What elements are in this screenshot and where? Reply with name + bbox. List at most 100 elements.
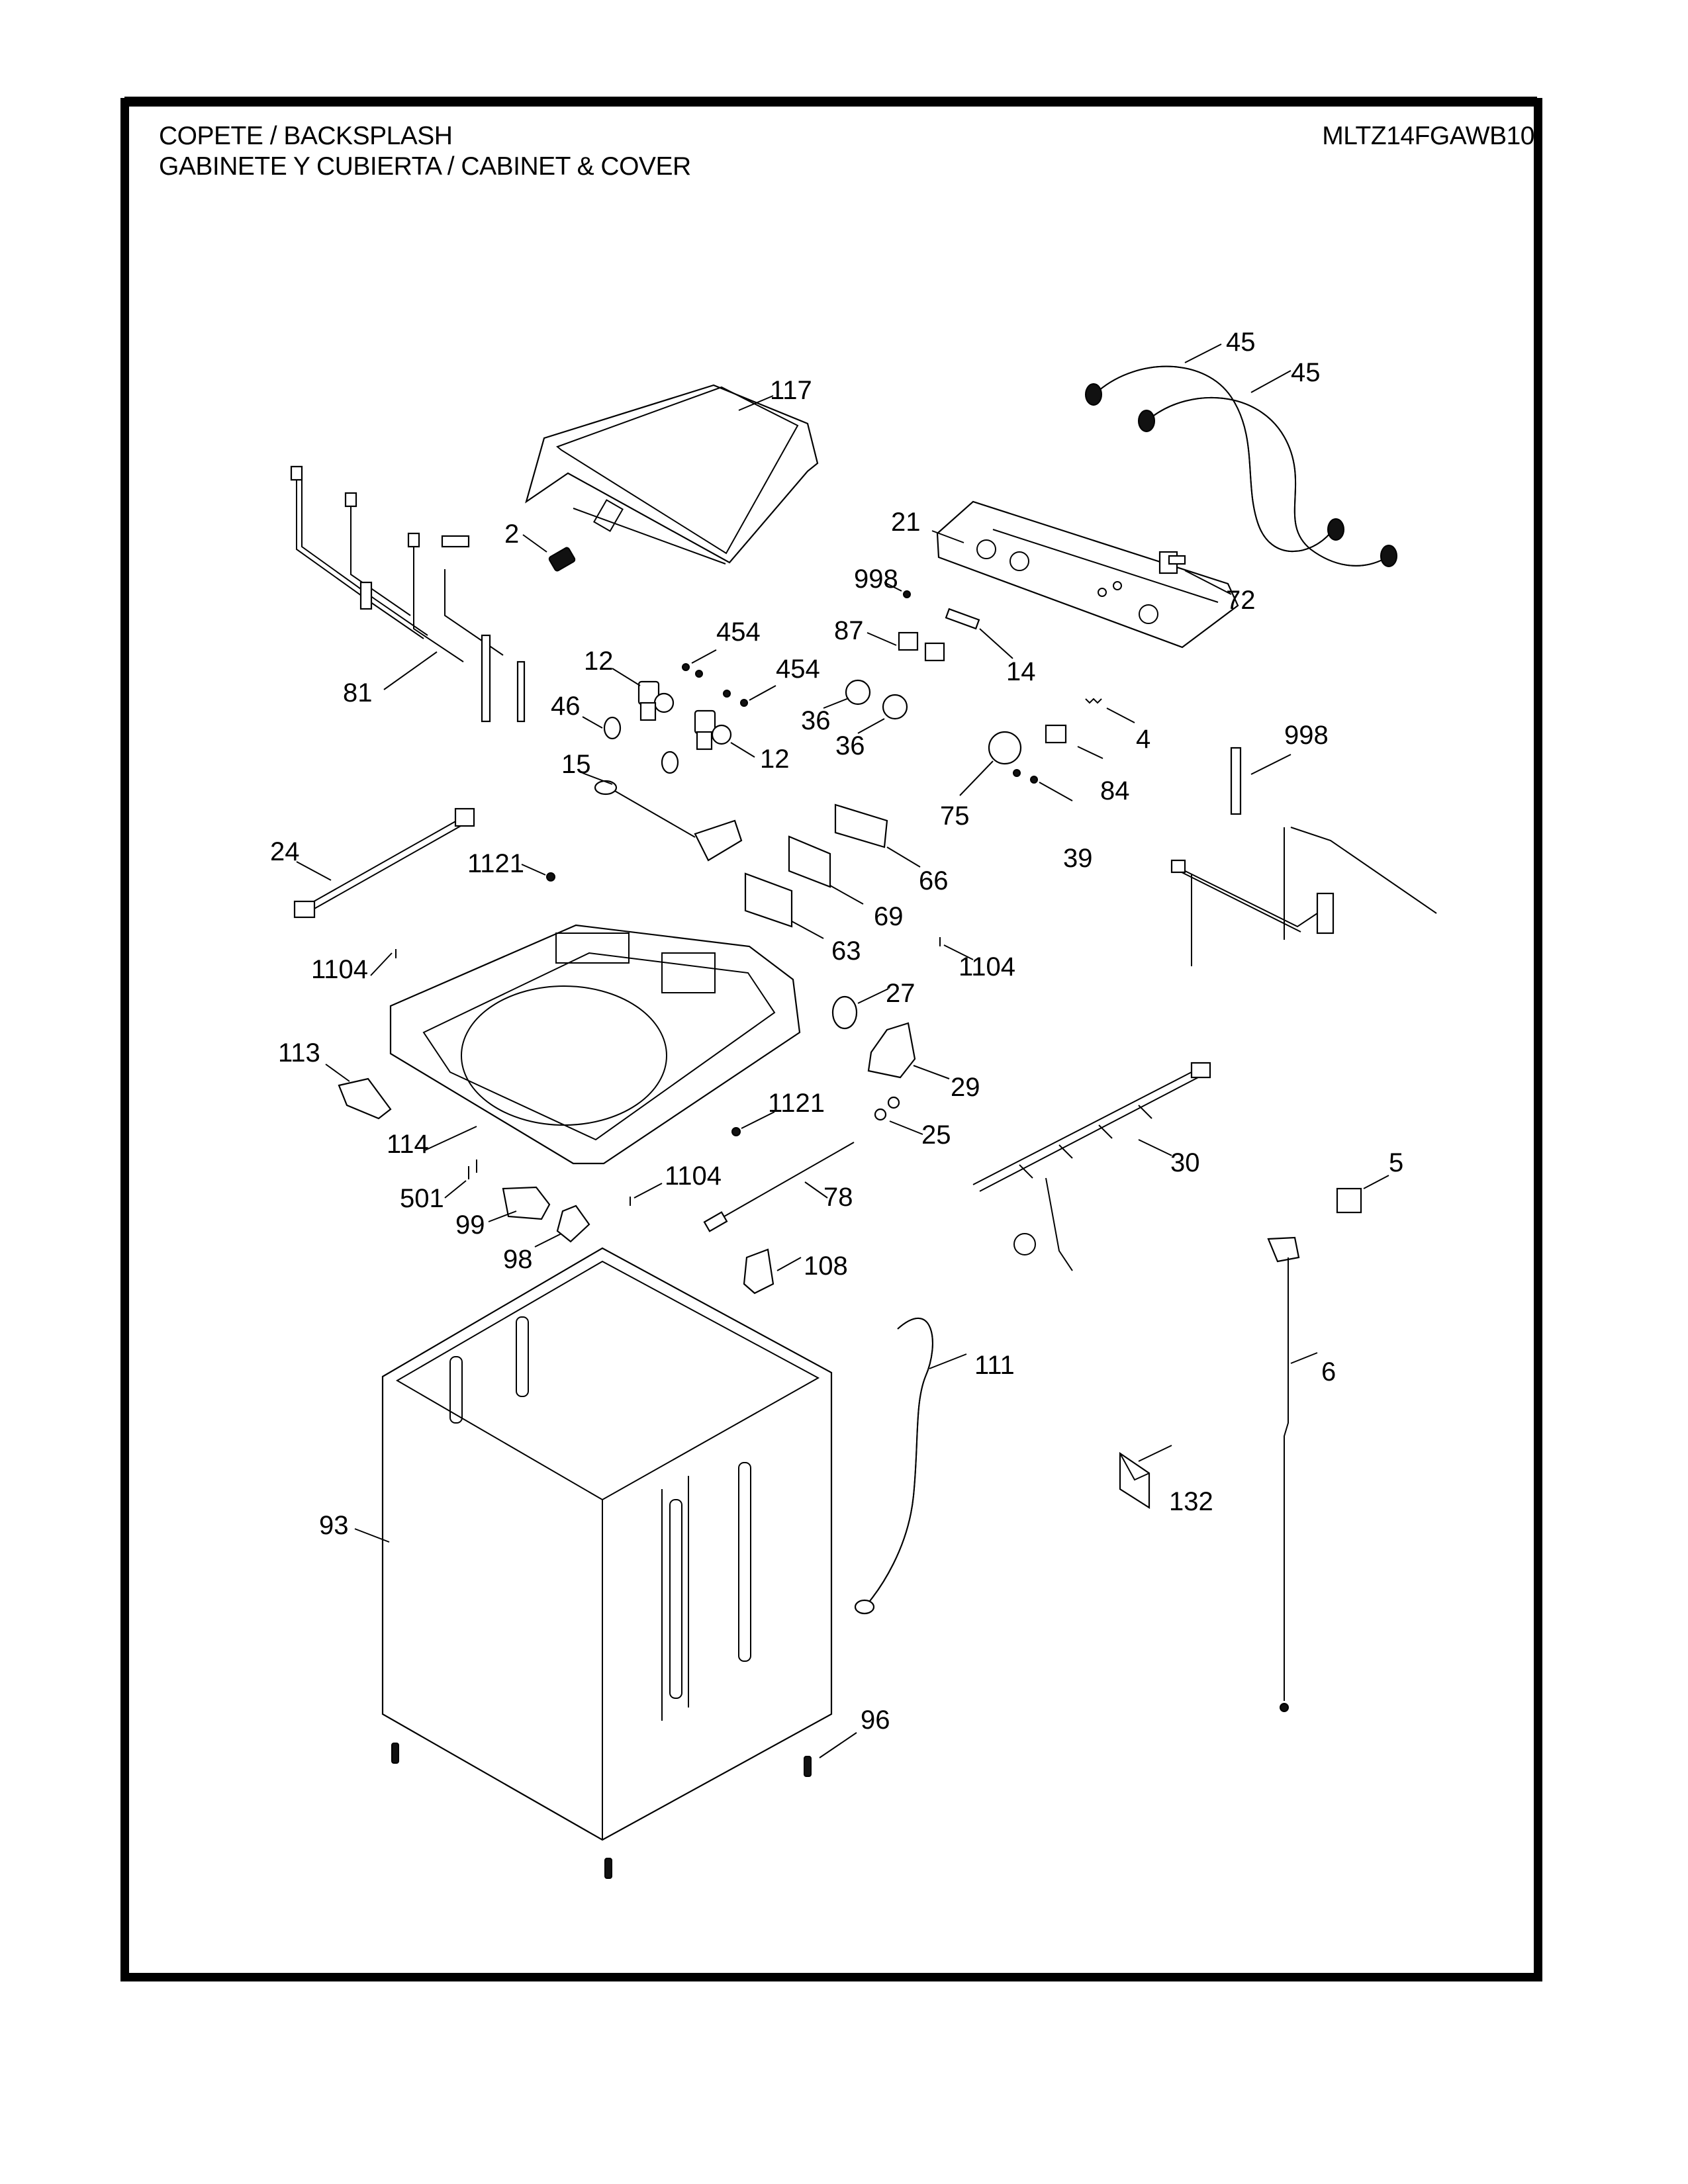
part-knob-36[interactable] <box>845 679 908 720</box>
callout-998a[interactable]: 998 <box>854 565 898 594</box>
part-screw-1121[interactable] <box>546 872 555 882</box>
callout-111[interactable]: 111 <box>974 1351 1015 1380</box>
callout-117[interactable]: 117 <box>770 376 812 405</box>
callout-2[interactable]: 2 <box>504 520 519 549</box>
leader-87 <box>867 632 897 646</box>
part-screw-501[interactable] <box>468 1160 477 1179</box>
part-bracket-66[interactable] <box>834 803 888 848</box>
callout-1104c[interactable]: 1104 <box>665 1161 722 1191</box>
part-connector-5[interactable] <box>1336 1187 1362 1214</box>
part-harness-24[interactable] <box>293 807 475 919</box>
callout-81[interactable]: 81 <box>343 678 373 707</box>
section-title-backsplash: COPETE / BACKSPLASH <box>159 122 453 150</box>
callout-21[interactable]: 21 <box>891 508 921 537</box>
part-wire-harness-81[interactable] <box>290 465 526 723</box>
leader-27 <box>857 988 889 1004</box>
part-switch-87[interactable] <box>898 631 945 662</box>
part-screw-998[interactable] <box>903 590 911 598</box>
callout-1104b[interactable]: 1104 <box>959 952 1015 981</box>
callout-108[interactable]: 108 <box>804 1251 848 1281</box>
callout-454b[interactable]: 454 <box>776 655 820 684</box>
part-rod[interactable] <box>703 1142 855 1232</box>
callout-45b[interactable]: 45 <box>1291 358 1321 387</box>
part-wire-harness-75[interactable] <box>1170 747 1437 966</box>
callout-12a[interactable]: 12 <box>584 647 614 676</box>
callout-75[interactable]: 998 <box>1284 721 1329 750</box>
leader-75 <box>1250 754 1291 775</box>
part-screw-454[interactable] <box>682 663 748 707</box>
callout-501[interactable]: 501 <box>400 1184 444 1213</box>
callout-1121b[interactable]: 1121 <box>768 1089 825 1118</box>
callout-93[interactable]: 93 <box>319 1511 349 1540</box>
part-knob-39[interactable] <box>988 731 1022 765</box>
callout-98[interactable]: 98 <box>503 1245 533 1274</box>
part-water-valve[interactable] <box>637 680 675 721</box>
part-power-cord[interactable] <box>1267 1236 1300 1712</box>
callout-84[interactable]: 84 <box>1100 776 1130 805</box>
part-grommet[interactable] <box>874 1096 900 1121</box>
part-switch-84[interactable] <box>1045 724 1067 744</box>
callout-25[interactable]: 25 <box>921 1120 951 1150</box>
callout-12b[interactable]: 12 <box>760 745 790 774</box>
callout-114[interactable]: 114 <box>387 1130 429 1159</box>
part-lid[interactable] <box>525 384 819 565</box>
callout-1104a[interactable]: 1104 <box>311 955 368 984</box>
part-literature-packet[interactable] <box>1119 1451 1150 1510</box>
callout-24[interactable]: 24 <box>270 837 300 866</box>
part-inlet-hose[interactable] <box>1085 365 1397 567</box>
callout-45a[interactable]: 45 <box>1226 328 1256 357</box>
callout-96[interactable]: 96 <box>861 1706 890 1735</box>
part-connector-72[interactable] <box>1158 551 1186 574</box>
callout-99[interactable]: 99 <box>455 1210 485 1240</box>
callout-998b[interactable]: 39 <box>1063 844 1093 873</box>
part-nameplate[interactable] <box>945 608 980 630</box>
callout-132[interactable]: 132 <box>1169 1487 1213 1516</box>
leader-46 <box>582 716 603 729</box>
part-hose-clamp[interactable] <box>603 716 679 774</box>
callout-36b[interactable]: 36 <box>835 731 865 760</box>
callout-46[interactable]: 46 <box>551 692 581 721</box>
leader-66 <box>886 846 921 868</box>
callout-14[interactable]: 14 <box>1006 657 1036 686</box>
part-board-cover[interactable] <box>744 872 793 928</box>
callout-78[interactable]: 78 <box>823 1183 853 1212</box>
callout-1121a[interactable]: 1121 <box>467 849 524 878</box>
part-lid-lock[interactable] <box>502 1186 551 1220</box>
callout-29[interactable]: 29 <box>951 1073 980 1102</box>
leader-12b <box>730 742 755 758</box>
part-lid-switch-actuator[interactable] <box>548 547 576 572</box>
part-control-board[interactable] <box>788 835 831 888</box>
callout-15[interactable]: 15 <box>561 750 591 779</box>
callout-113[interactable]: 113 <box>278 1038 320 1068</box>
callout-69[interactable]: 69 <box>874 902 904 931</box>
part-pressure-switch[interactable] <box>831 995 858 1030</box>
callout-39[interactable]: 75 <box>940 801 970 831</box>
leader-454a <box>691 649 717 664</box>
callout-27[interactable]: 27 <box>886 979 915 1008</box>
part-water-valve[interactable] <box>694 709 732 751</box>
part-cabinet[interactable] <box>381 1247 833 1841</box>
part-bracket-29[interactable] <box>867 1022 916 1079</box>
callout-36a[interactable]: 36 <box>801 706 831 735</box>
callout-63[interactable]: 63 <box>831 936 861 966</box>
part-spring[interactable] <box>1085 698 1102 704</box>
leader-99 <box>488 1210 517 1222</box>
part-leveling-foot[interactable] <box>391 1743 812 1879</box>
callout-6[interactable]: 6 <box>1321 1357 1336 1387</box>
part-hinge[interactable] <box>338 1077 392 1120</box>
callout-4[interactable]: 4 <box>1136 725 1150 754</box>
part-bracket-108[interactable] <box>743 1248 774 1295</box>
part-fill-hose[interactable] <box>594 780 743 862</box>
callout-87[interactable]: 87 <box>834 616 864 645</box>
part-drain-hose[interactable] <box>854 1318 933 1615</box>
part-wire-harness-30[interactable] <box>972 1062 1211 1271</box>
part-bracket-98[interactable] <box>556 1205 590 1243</box>
part-screw-998[interactable] <box>1013 769 1038 784</box>
callout-66[interactable]: 66 <box>919 866 949 895</box>
callout-5[interactable]: 5 <box>1389 1148 1403 1177</box>
callout-454a[interactable]: 454 <box>716 617 761 647</box>
part-top-cover[interactable] <box>389 924 801 1165</box>
callout-72[interactable]: 72 <box>1226 586 1256 615</box>
part-screw-1121[interactable] <box>731 1127 741 1136</box>
callout-30[interactable]: 30 <box>1170 1148 1200 1177</box>
